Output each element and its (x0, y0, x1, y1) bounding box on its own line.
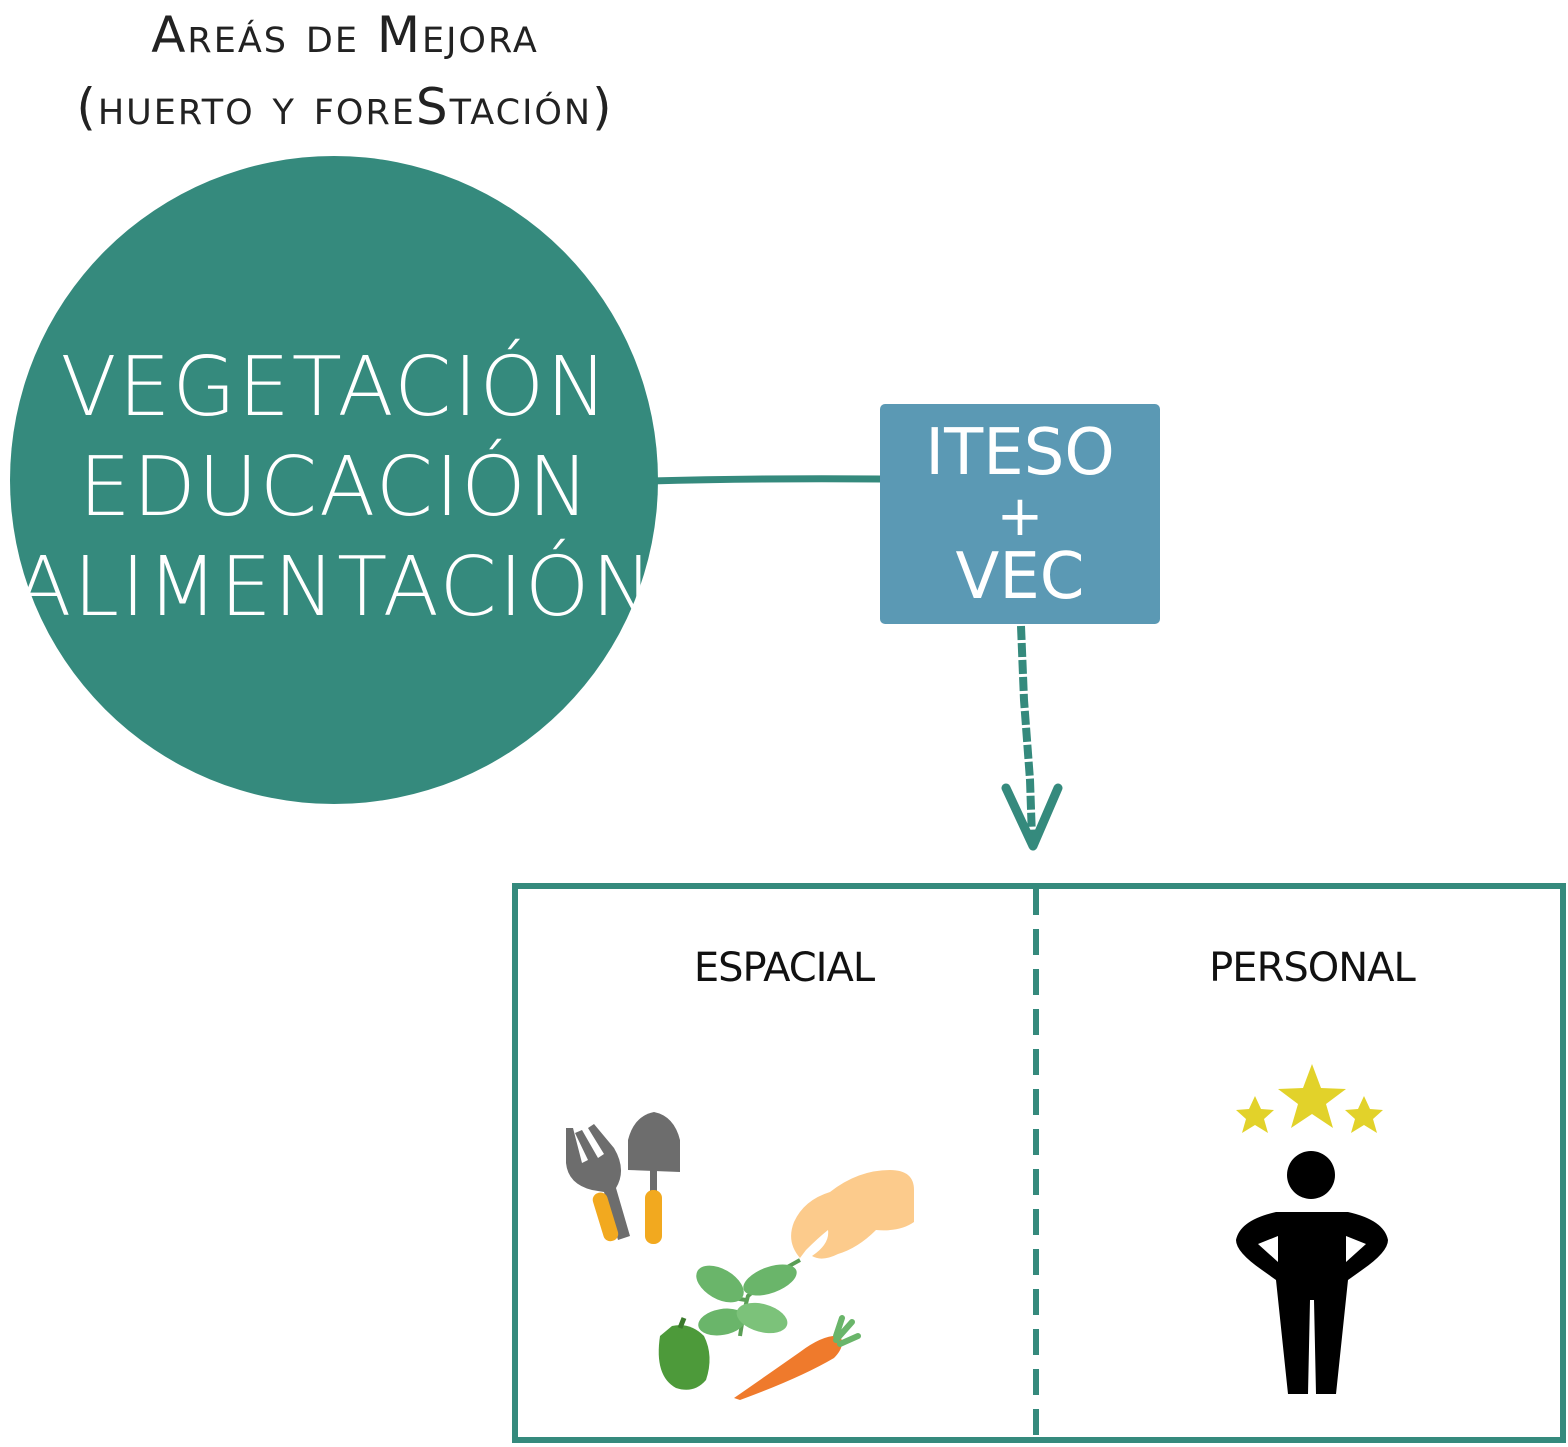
box-line-iteso: ITESO (925, 416, 1115, 490)
connector-line (649, 475, 883, 485)
hand-icon (791, 1170, 914, 1259)
circle-line-educacion: EDUCACIÓN (78, 440, 592, 535)
arrow-head (1001, 783, 1063, 851)
title-line-1: Areás de Mejora (151, 6, 539, 64)
box-line-plus: + (996, 484, 1044, 549)
garden-fork-icon (566, 1124, 630, 1242)
stars-icon (1236, 1064, 1383, 1133)
topics-circle (10, 156, 658, 804)
partner-box (880, 404, 1160, 624)
carrot-icon (734, 1315, 861, 1400)
panel-label-personal: PERSONAL (1209, 945, 1416, 991)
title-line-2: (huerto y foreStación) (76, 78, 614, 136)
arrow-line (1017, 625, 1036, 839)
outcomes-panel (512, 883, 1566, 1443)
bell-pepper-icon (658, 1317, 710, 1390)
trowel-icon (628, 1112, 680, 1244)
circle-line-vegetacion: VEGETACIÓN (60, 340, 610, 435)
person-icon (1236, 1151, 1388, 1394)
seedling-icon (696, 1258, 801, 1337)
box-line-vec: VEC (955, 540, 1085, 614)
circle-line-alimentacion: ALIMENTACIÓN (15, 540, 655, 635)
panel-label-espacial: ESPACIAL (693, 945, 875, 991)
